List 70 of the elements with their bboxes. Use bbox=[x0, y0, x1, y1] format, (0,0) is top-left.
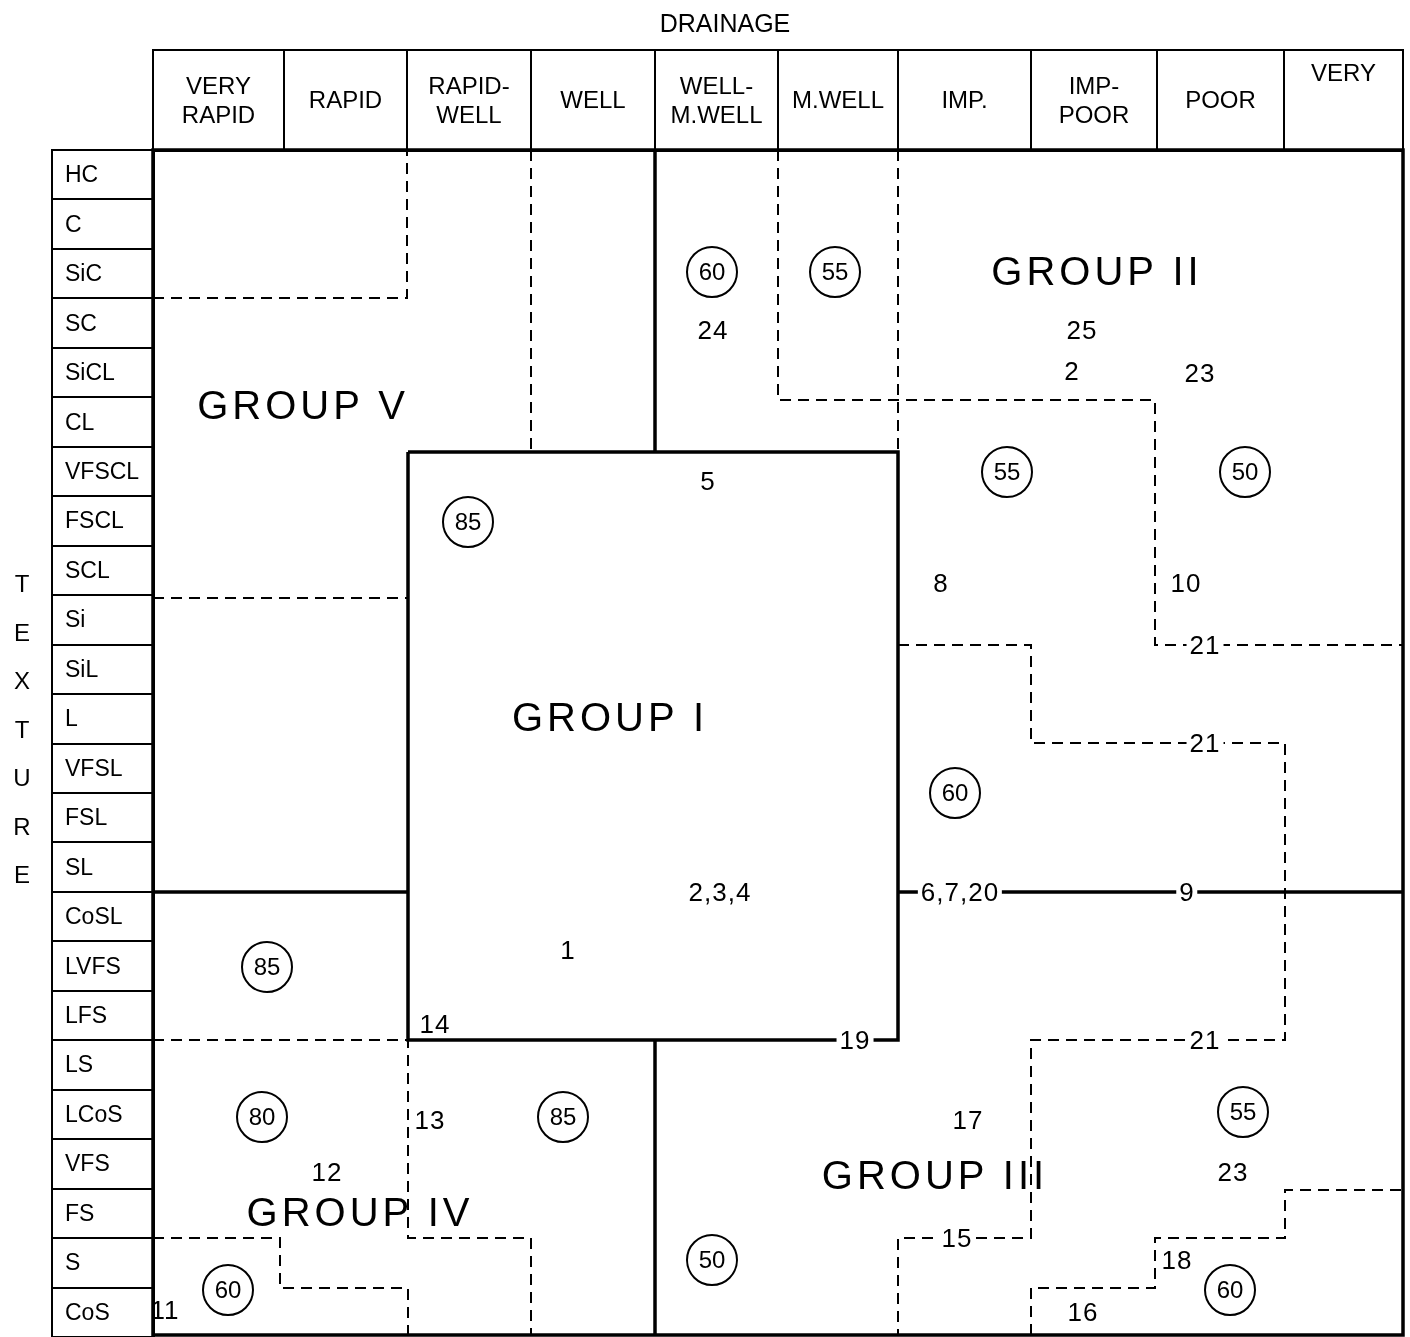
row-header: VFSCL bbox=[51, 445, 155, 498]
row-header: SCL bbox=[51, 544, 155, 597]
row-header: SiL bbox=[51, 643, 155, 696]
area-number: 2,3,4 bbox=[688, 877, 752, 907]
row-header: SL bbox=[51, 841, 155, 893]
area-number: 23 bbox=[1184, 358, 1216, 388]
row-header: LFS bbox=[51, 989, 155, 1042]
row-header: Si bbox=[51, 594, 155, 646]
column-header: RAPID bbox=[283, 49, 408, 152]
row-header: C bbox=[51, 198, 155, 250]
row-header: CoSL bbox=[51, 890, 155, 943]
area-number: 13 bbox=[414, 1105, 446, 1135]
column-header: M.WELL bbox=[777, 49, 899, 152]
row-header: HC bbox=[51, 149, 155, 201]
row-header: CoS bbox=[51, 1286, 155, 1337]
area-number: 2 bbox=[1064, 356, 1080, 386]
circled-rating: 50 bbox=[686, 1234, 738, 1286]
axis-title: DRAINAGE bbox=[659, 10, 791, 38]
area-number: 14 bbox=[419, 1009, 451, 1039]
area-number: 25 bbox=[1066, 315, 1098, 345]
row-header: S bbox=[51, 1237, 155, 1289]
circled-rating: 55 bbox=[1217, 1086, 1269, 1138]
column-header: IMP- POOR bbox=[1030, 49, 1158, 152]
column-header: IMP. bbox=[897, 49, 1032, 152]
circled-rating: 60 bbox=[686, 246, 738, 298]
row-header: FSL bbox=[51, 791, 155, 844]
column-header: RAPID- WELL bbox=[406, 49, 532, 152]
group-label: GROUP V bbox=[197, 383, 409, 427]
circled-rating: 55 bbox=[809, 246, 861, 298]
area-number: 8 bbox=[933, 568, 949, 598]
circled-rating: 80 bbox=[236, 1091, 288, 1143]
circled-rating: 85 bbox=[537, 1091, 589, 1143]
row-header: L bbox=[51, 693, 155, 745]
row-header: VFSL bbox=[51, 742, 155, 794]
area-number: 18 bbox=[1161, 1245, 1193, 1275]
row-header: LVFS bbox=[51, 940, 155, 992]
group-label: GROUP I bbox=[511, 695, 709, 739]
column-header: WELL- M.WELL bbox=[654, 49, 779, 152]
circled-rating: 60 bbox=[1204, 1264, 1256, 1316]
group-label: GROUP III bbox=[821, 1153, 1049, 1197]
circled-rating: 50 bbox=[1219, 446, 1271, 498]
area-number: 16 bbox=[1067, 1297, 1099, 1327]
row-header: FSCL bbox=[51, 495, 155, 547]
area-number: 23 bbox=[1217, 1157, 1249, 1187]
column-header: VERY bbox=[1283, 49, 1404, 152]
area-number: 24 bbox=[697, 315, 729, 345]
axis-title: TEXTURE bbox=[12, 569, 32, 890]
group-label: GROUP II bbox=[991, 249, 1203, 293]
area-number: 5 bbox=[700, 466, 716, 496]
row-header: VFS bbox=[51, 1138, 155, 1190]
row-header: CL bbox=[51, 396, 155, 448]
circled-rating: 85 bbox=[442, 496, 494, 548]
area-number: 10 bbox=[1170, 568, 1202, 598]
group-label: GROUP IV bbox=[246, 1190, 474, 1234]
row-header: FS bbox=[51, 1187, 155, 1240]
row-header: SiCL bbox=[51, 346, 155, 399]
area-number: 12 bbox=[311, 1157, 343, 1187]
circled-rating: 55 bbox=[981, 446, 1033, 498]
circled-rating: 60 bbox=[929, 767, 981, 819]
row-header: SC bbox=[51, 297, 155, 349]
column-header: WELL bbox=[530, 49, 656, 152]
row-header: LCoS bbox=[51, 1088, 155, 1141]
column-header: VERY RAPID bbox=[152, 49, 285, 152]
column-header: POOR bbox=[1156, 49, 1285, 152]
row-header: SiC bbox=[51, 247, 155, 300]
circled-rating: 60 bbox=[202, 1264, 254, 1316]
row-header: LS bbox=[51, 1039, 155, 1091]
circled-rating: 85 bbox=[241, 941, 293, 993]
area-number: 1 bbox=[560, 935, 576, 965]
area-number: 17 bbox=[952, 1105, 984, 1135]
